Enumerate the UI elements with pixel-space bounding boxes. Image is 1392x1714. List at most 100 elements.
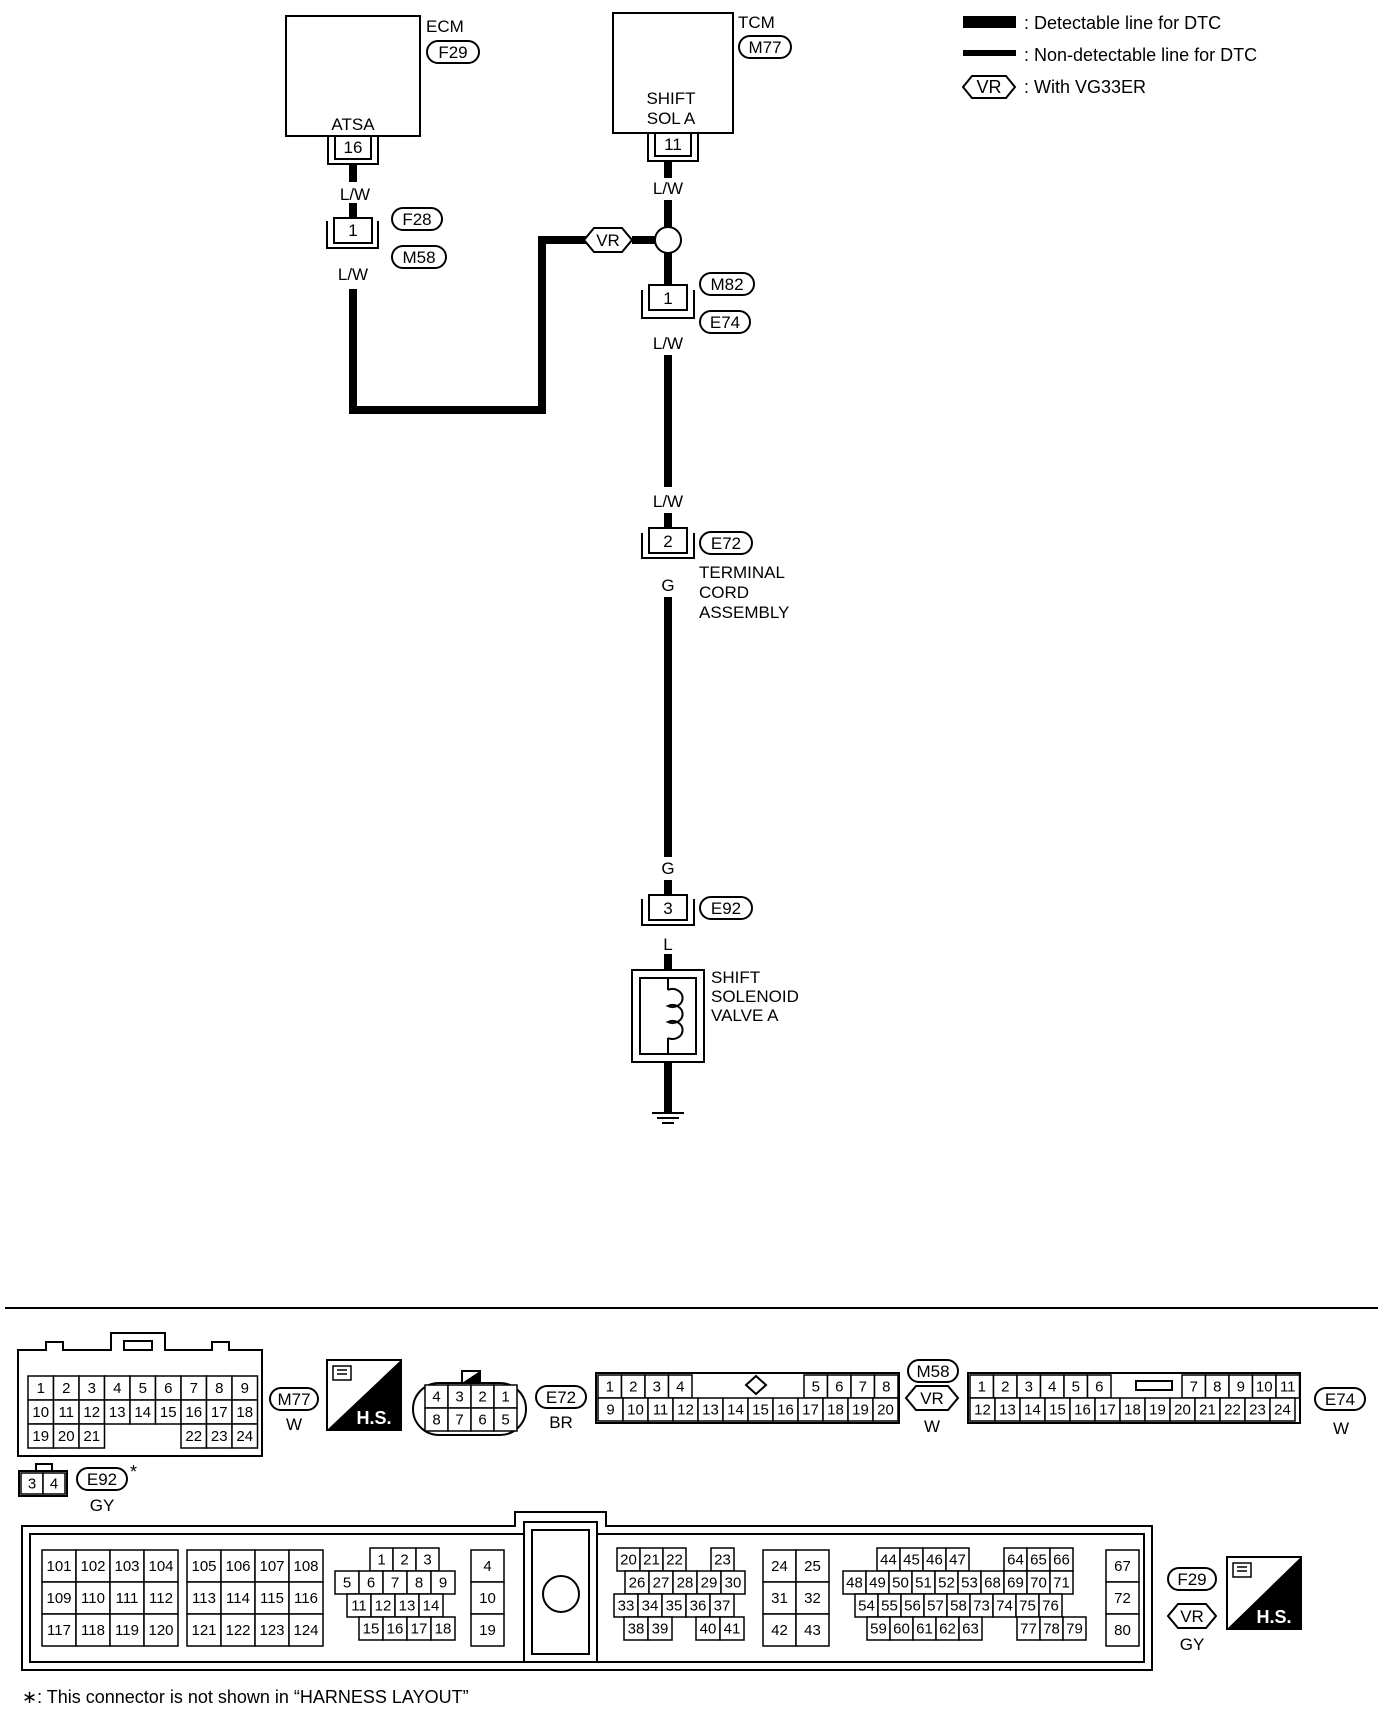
f29-pin: 76: [1038, 1593, 1063, 1618]
m58-pin: 20: [872, 1397, 899, 1422]
svg-text:VR: VR: [920, 1389, 944, 1408]
f29-pin: 38: [623, 1616, 649, 1641]
svg-text:13: 13: [399, 1598, 416, 1615]
e72-pin: 5: [493, 1407, 518, 1432]
e72-pin: 4: [424, 1384, 449, 1409]
f29-pin: 2: [392, 1547, 417, 1572]
m77-pin: 8: [205, 1375, 233, 1401]
svg-text:6: 6: [164, 1380, 172, 1397]
m58-pin: 2: [620, 1374, 646, 1399]
e72-label-1: TERMINAL: [699, 563, 785, 582]
f29-pin: 123: [254, 1613, 290, 1647]
m77-pin: 1: [27, 1375, 55, 1401]
e74-pin: 7: [1181, 1374, 1207, 1399]
svg-text:104: 104: [148, 1558, 173, 1575]
svg-text:1: 1: [663, 289, 672, 308]
svg-text:22: 22: [185, 1428, 202, 1445]
svg-text:112: 112: [149, 1590, 173, 1607]
f29-view-tag: F29: [1167, 1567, 1217, 1591]
harness-side-icon-2: H.S.: [1226, 1556, 1302, 1630]
svg-text:22: 22: [666, 1552, 683, 1569]
m58-pin: 7: [850, 1374, 876, 1399]
svg-text:3: 3: [455, 1389, 463, 1406]
svg-text:42: 42: [771, 1622, 788, 1639]
f29-pin: 4: [470, 1549, 505, 1583]
svg-text:27: 27: [653, 1575, 670, 1592]
svg-text:124: 124: [293, 1622, 318, 1639]
harness-side-icon: H.S.: [326, 1359, 402, 1431]
f29-pin: 106: [220, 1549, 256, 1583]
m58-tag: M58: [391, 245, 447, 269]
svg-text:15: 15: [160, 1404, 177, 1421]
f29-pin: 27: [648, 1570, 674, 1595]
svg-text:36: 36: [690, 1598, 707, 1615]
tcm-box: [612, 12, 734, 134]
svg-text:21: 21: [643, 1552, 660, 1569]
svg-text:11: 11: [1280, 1379, 1296, 1396]
svg-text:110: 110: [81, 1590, 105, 1607]
svg-text:2: 2: [663, 532, 672, 551]
f29-pin: 17: [406, 1616, 432, 1641]
m58-pin: 8: [873, 1374, 899, 1399]
svg-text:70: 70: [1030, 1575, 1047, 1592]
e74-pin: 1: [969, 1374, 995, 1399]
f29-pin: 36: [685, 1593, 711, 1618]
svg-text:45: 45: [903, 1552, 920, 1569]
f29-pin: 8: [406, 1570, 432, 1595]
svg-text:18: 18: [435, 1621, 452, 1638]
svg-text:20: 20: [1174, 1402, 1191, 1419]
svg-text:20: 20: [620, 1552, 637, 1569]
svg-text:62: 62: [939, 1621, 956, 1638]
f29-pin: 19: [470, 1613, 505, 1647]
f29-pin: 57: [923, 1593, 948, 1618]
e74-pin: 5: [1063, 1374, 1089, 1399]
e74-pin: 9: [1228, 1374, 1254, 1399]
svg-text:2: 2: [629, 1379, 637, 1396]
f29-pin: 63: [958, 1616, 983, 1641]
f29-pin: 111: [109, 1581, 145, 1615]
f29-pin: 104: [143, 1549, 179, 1583]
svg-text:E74: E74: [1325, 1390, 1355, 1409]
f29-pin: 66: [1049, 1547, 1074, 1572]
solenoid-label-2: SOLENOID: [711, 987, 799, 1006]
footnote: ∗: This connector is not shown in “HARNE…: [22, 1687, 469, 1707]
svg-text:4: 4: [113, 1380, 121, 1397]
svg-text:119: 119: [115, 1622, 139, 1639]
svg-text:18: 18: [236, 1404, 253, 1421]
svg-text:109: 109: [46, 1590, 71, 1607]
svg-text:14: 14: [727, 1402, 744, 1419]
svg-text:37: 37: [714, 1598, 731, 1615]
ecm-terminal-name: ATSA: [331, 115, 375, 134]
svg-text:16: 16: [1074, 1402, 1091, 1419]
f29-pin: 62: [935, 1616, 960, 1641]
e72-pin: 3: [447, 1384, 472, 1409]
e74-view-tag: E74: [1314, 1387, 1366, 1411]
svg-text:8: 8: [1213, 1379, 1221, 1396]
svg-text:15: 15: [1049, 1402, 1066, 1419]
m77-pin: 23: [205, 1423, 233, 1449]
svg-text:14: 14: [1024, 1402, 1041, 1419]
svg-text:8: 8: [215, 1380, 223, 1397]
svg-text:53: 53: [961, 1575, 978, 1592]
svg-text:M77: M77: [277, 1390, 310, 1409]
m58-pin: 11: [647, 1397, 674, 1422]
f29-pin: 67: [1105, 1549, 1140, 1583]
svg-text:20: 20: [58, 1428, 75, 1445]
svg-text:11: 11: [351, 1598, 367, 1615]
f29-pin: 15: [358, 1616, 384, 1641]
ecm-title: ECM: [426, 17, 464, 36]
svg-text:121: 121: [191, 1622, 216, 1639]
svg-text:23: 23: [714, 1552, 731, 1569]
m58-view-tag: M58: [907, 1359, 959, 1383]
svg-text:2: 2: [478, 1389, 486, 1406]
svg-text:23: 23: [1249, 1402, 1266, 1419]
svg-text:108: 108: [293, 1558, 318, 1575]
m58-vr-tag: VR: [904, 1385, 960, 1411]
svg-text:21: 21: [1199, 1402, 1216, 1419]
svg-text:12: 12: [83, 1404, 100, 1421]
f28-tag: F28: [391, 207, 443, 231]
svg-text:41: 41: [724, 1621, 741, 1638]
svg-text:2: 2: [62, 1380, 70, 1397]
